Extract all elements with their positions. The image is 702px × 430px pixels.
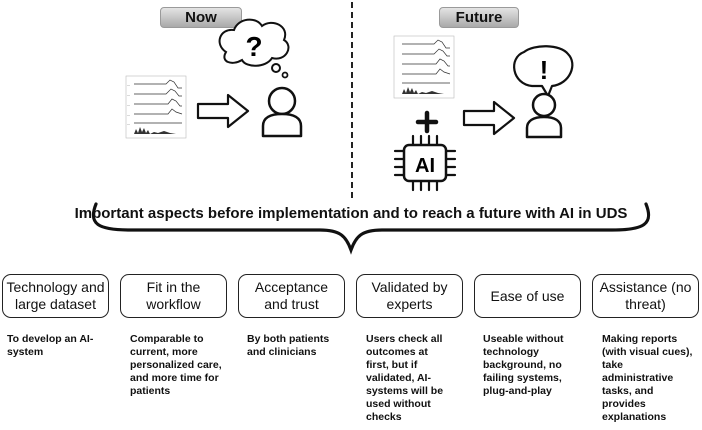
aspect-desc-ease: Useable without technology background, n… [483, 333, 564, 397]
now-future-divider [351, 2, 353, 198]
person-icon [261, 86, 303, 138]
aspect-desc-validated: Users check all outcomes at first, but i… [366, 333, 444, 423]
arrow-right-icon [462, 100, 516, 136]
now-label: Now [160, 7, 242, 28]
aspect-box-validated: Validated by experts [356, 274, 463, 318]
aspect-desc-technology: To develop an AI-system [7, 333, 94, 358]
arrow-right-icon [196, 93, 250, 129]
svg-text:—: — [127, 122, 130, 126]
aspect-box-assistance: Assistance (no threat) [592, 274, 699, 318]
aspect-box-workflow: Fit in the workflow [120, 274, 227, 318]
curly-brace [91, 202, 651, 255]
aspect-desc-acceptance: By both patients and clinicians [247, 333, 330, 358]
aspect-desc-assistance: Making reports (with visual cues), take … [602, 333, 693, 423]
thought-bubble-icon: ? [218, 18, 290, 79]
plus-icon [415, 110, 439, 134]
svg-text:—: — [127, 83, 130, 87]
aspect-desc-workflow: Comparable to current, more personalized… [130, 333, 222, 397]
svg-text:—: — [127, 113, 130, 117]
chip-label: AI [415, 155, 435, 177]
chart-stack-icon [393, 35, 455, 99]
ai-chip-icon: AI [393, 134, 457, 192]
question-glyph: ? [245, 31, 262, 62]
svg-text:—: — [127, 103, 130, 107]
chart-stack-icon: — — — — — [125, 75, 187, 139]
aspect-box-acceptance: Acceptance and trust [238, 274, 345, 318]
banner-text: Important aspects before implementation … [74, 205, 628, 222]
exclaim-glyph: ! [540, 55, 549, 85]
aspect-box-ease: Ease of use [474, 274, 581, 318]
person-icon [525, 92, 563, 139]
speech-bubble-icon: ! [513, 45, 574, 98]
future-label: Future [439, 7, 519, 28]
svg-text:—: — [127, 93, 130, 97]
aspect-box-technology: Technology and large dataset [2, 274, 109, 318]
